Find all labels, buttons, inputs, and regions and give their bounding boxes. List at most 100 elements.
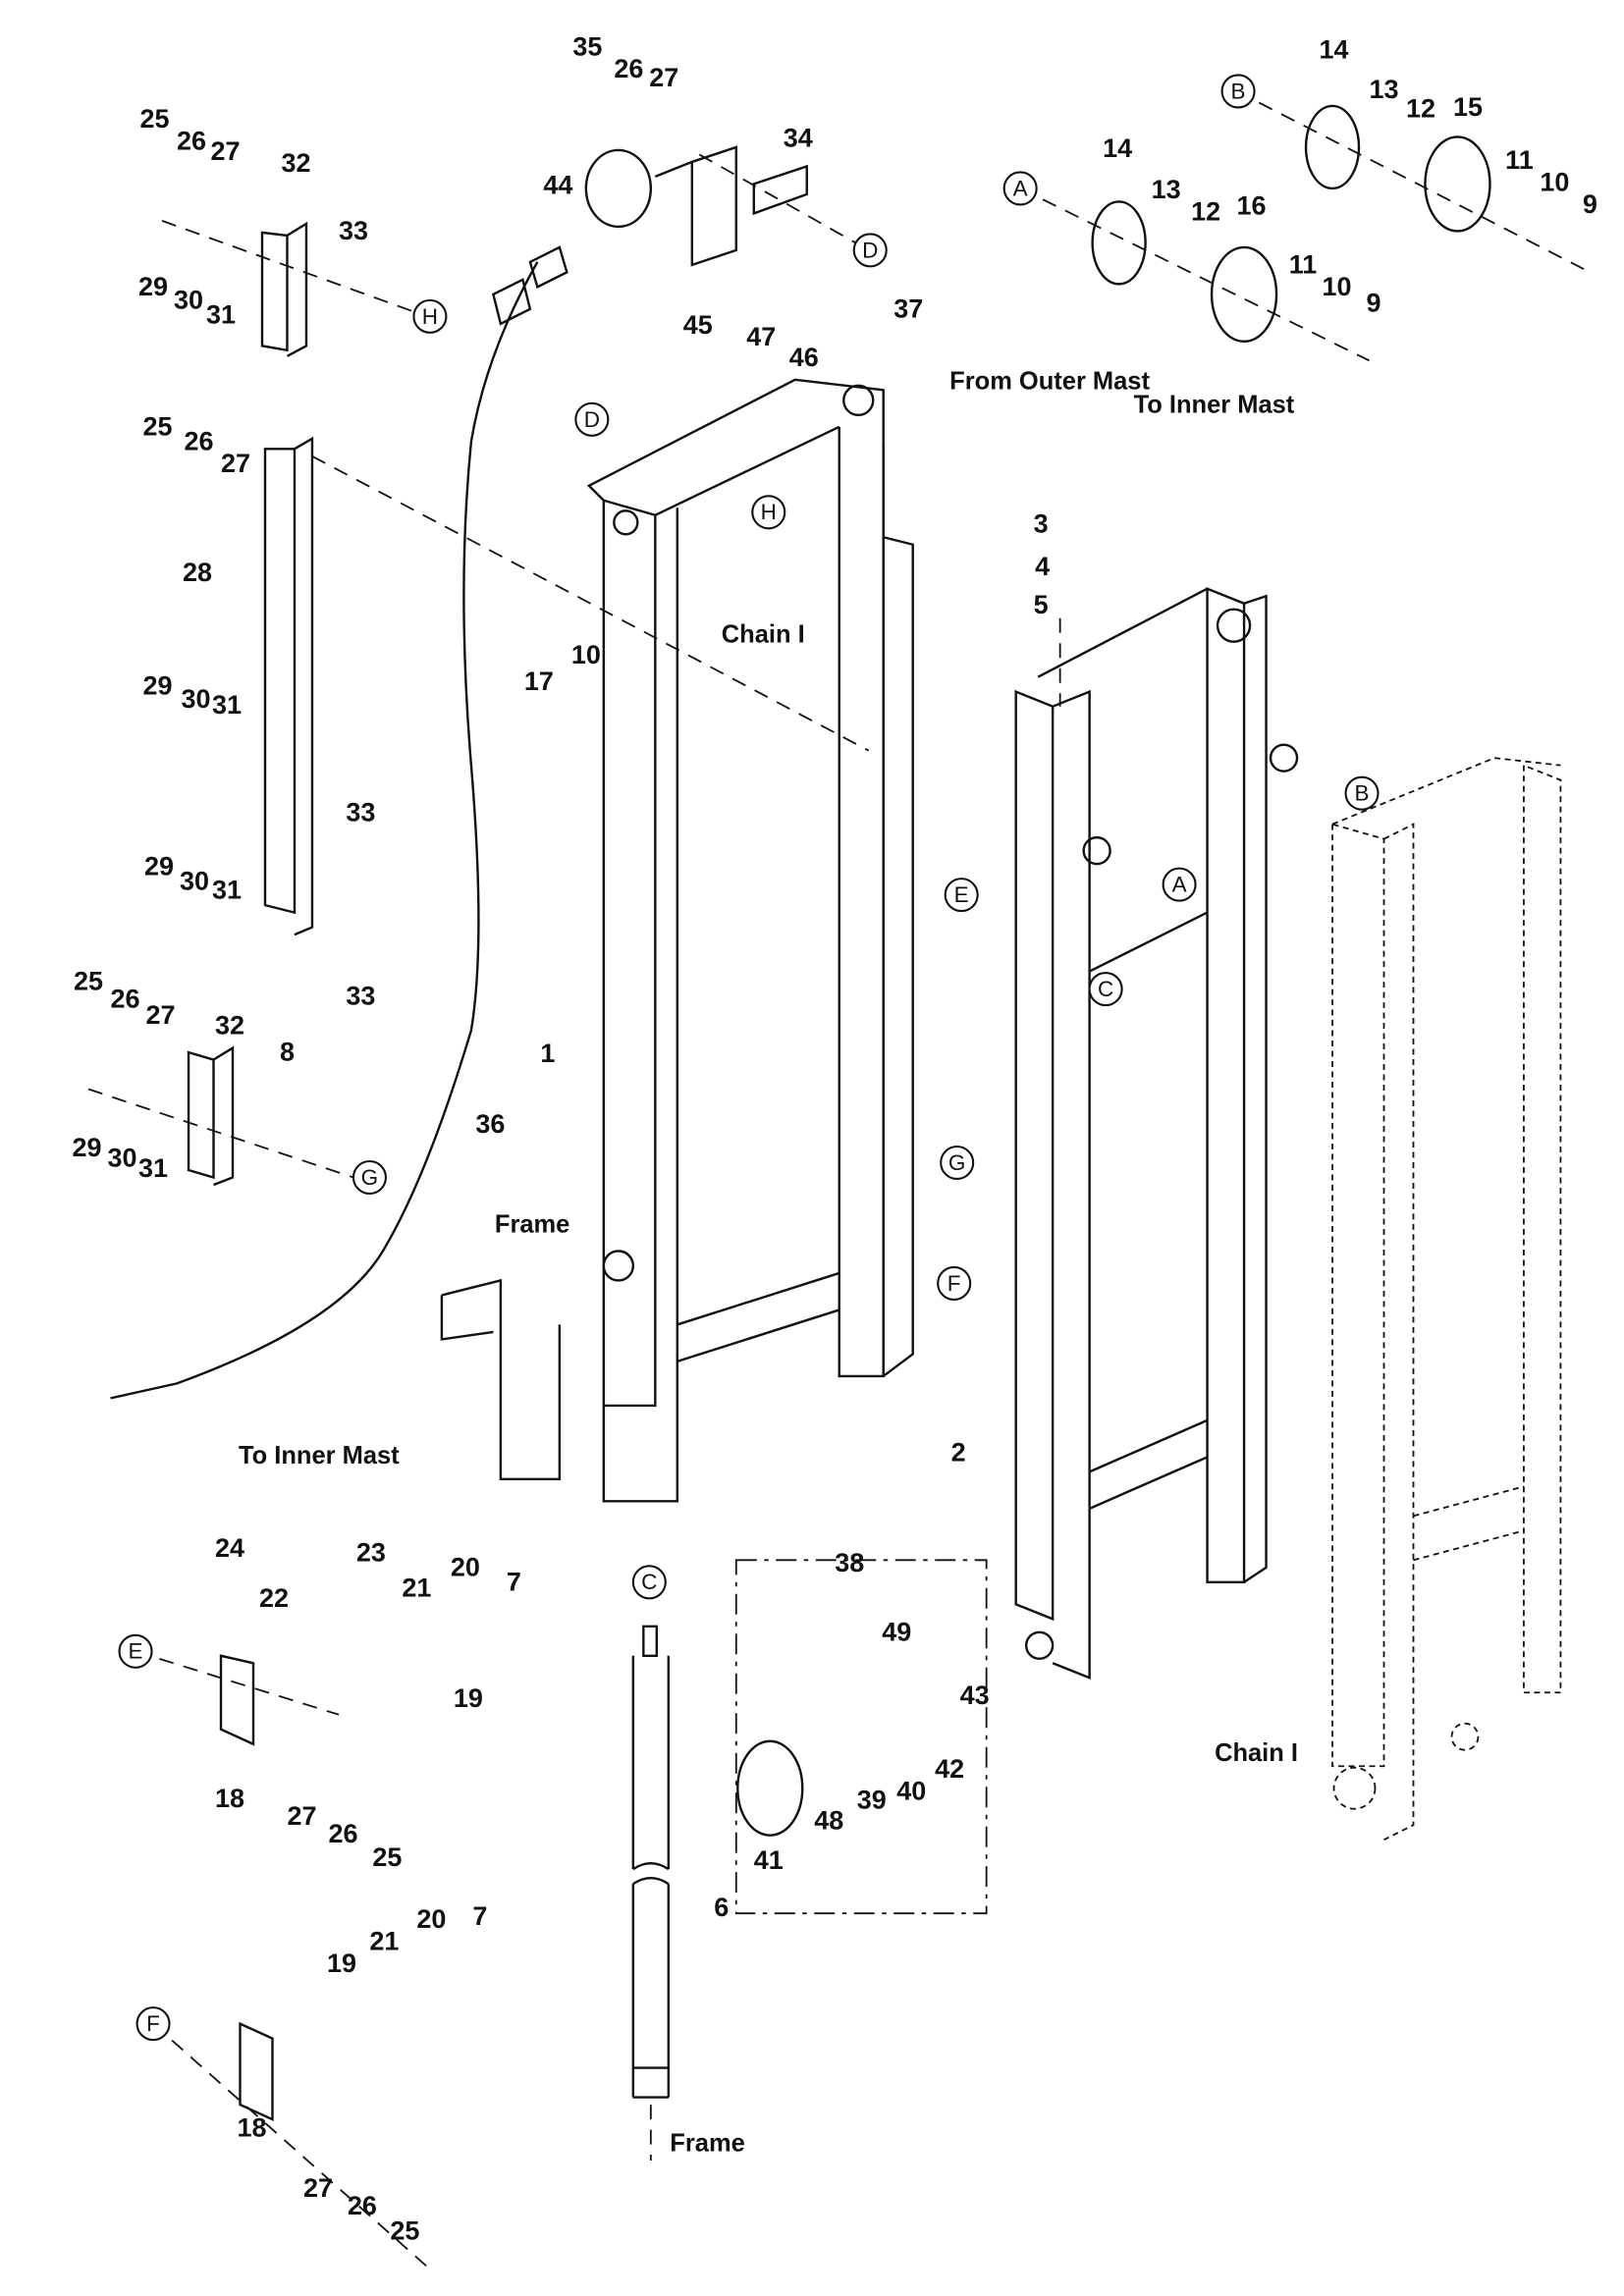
reference-circle-D <box>852 233 888 268</box>
part-callout-29: 29 <box>73 1133 102 1162</box>
reference-letter-B: B <box>1231 79 1246 103</box>
note-label: Chain I <box>1215 1739 1298 1767</box>
part-callout-44: 44 <box>543 171 572 200</box>
part-callout-27: 27 <box>211 136 241 166</box>
part-callout-45: 45 <box>683 310 713 340</box>
part-callout-30: 30 <box>108 1144 137 1173</box>
part-callout-9: 9 <box>1367 288 1381 317</box>
reference-circle-A <box>1002 171 1038 206</box>
part-callout-7: 7 <box>507 1567 521 1596</box>
part-callout-25: 25 <box>74 967 103 996</box>
part-callout-48: 48 <box>814 1805 843 1835</box>
sensor-motor-part-44 <box>491 145 808 326</box>
sheave-assemblies <box>734 104 1491 1915</box>
part-callout-25: 25 <box>140 104 170 133</box>
reference-letter-F: F <box>146 2011 160 2036</box>
part-callout-25: 25 <box>372 1842 402 1872</box>
note-label: From Outer Mast <box>949 368 1150 396</box>
reference-circle-F <box>937 1265 972 1301</box>
reference-circle-E <box>944 878 979 913</box>
part-callout-29: 29 <box>138 272 168 301</box>
part-callout-19: 19 <box>454 1683 483 1713</box>
part-callout-16: 16 <box>1237 191 1267 221</box>
part-callout-12: 12 <box>1406 94 1435 124</box>
reference-letter-E: E <box>954 882 969 907</box>
note-label: To Inner Mast <box>239 1442 400 1469</box>
reference-circle-C <box>631 1565 667 1600</box>
part-callout-37: 37 <box>893 294 923 323</box>
part-callout-26: 26 <box>348 2191 377 2220</box>
part-callout-31: 31 <box>212 876 242 905</box>
part-callout-14: 14 <box>1320 35 1349 65</box>
part-callout-27: 27 <box>303 2173 333 2203</box>
reference-circle-C <box>1088 972 1123 1007</box>
part-callout-13: 13 <box>1152 175 1181 204</box>
reference-letter-G: G <box>948 1150 965 1175</box>
part-callout-30: 30 <box>174 285 203 314</box>
part-callout-18: 18 <box>237 2113 266 2143</box>
part-callout-47: 47 <box>746 322 776 351</box>
reference-letter-D: D <box>862 238 878 262</box>
part-callout-10: 10 <box>571 640 601 669</box>
reference-letter-C: C <box>641 1570 657 1594</box>
reference-circle-B <box>1220 74 1256 109</box>
note-label: Frame <box>670 2129 744 2157</box>
part-callout-10: 10 <box>1540 168 1569 197</box>
part-callout-9: 9 <box>1583 189 1597 219</box>
reference-letter-A: A <box>1172 873 1187 897</box>
part-callout-27: 27 <box>649 63 678 92</box>
part-callout-12: 12 <box>1191 197 1220 227</box>
part-callout-38: 38 <box>835 1548 864 1577</box>
part-callout-26: 26 <box>614 54 643 83</box>
part-callout-26: 26 <box>328 1819 357 1848</box>
part-callout-17: 17 <box>524 667 554 696</box>
part-callout-35: 35 <box>572 32 602 62</box>
note-label: Frame <box>495 1211 569 1239</box>
part-callout-33: 33 <box>339 216 368 245</box>
reference-letter-B: B <box>1355 781 1370 806</box>
part-callout-15: 15 <box>1453 92 1483 122</box>
part-callout-14: 14 <box>1103 133 1132 163</box>
part-callout-32: 32 <box>215 1011 244 1041</box>
part-callout-42: 42 <box>935 1754 964 1784</box>
part-callout-20: 20 <box>451 1552 480 1581</box>
part-callout-26: 26 <box>185 426 214 455</box>
reference-circle-A <box>1162 867 1197 902</box>
part-callout-21: 21 <box>369 1926 399 1955</box>
part-callout-41: 41 <box>754 1845 784 1875</box>
reference-circle-D <box>574 401 610 437</box>
part-callout-10: 10 <box>1323 272 1352 301</box>
reference-letter-G: G <box>361 1165 378 1190</box>
part-callout-11: 11 <box>1289 250 1318 280</box>
part-callout-5: 5 <box>1034 590 1049 619</box>
reference-circle-H <box>412 298 448 334</box>
part-callout-7: 7 <box>472 1901 487 1931</box>
reference-letter-E: E <box>129 1639 143 1664</box>
inner-mast-assembly-ghost <box>1331 757 1562 1842</box>
lift-cylinder-part-6 <box>631 1625 671 2162</box>
reference-circle-G <box>352 1159 387 1196</box>
part-callout-33: 33 <box>346 797 375 827</box>
part-callout-25: 25 <box>390 2216 419 2246</box>
part-callout-1: 1 <box>540 1039 555 1068</box>
part-callout-40: 40 <box>896 1776 926 1805</box>
reference-letter-C: C <box>1098 977 1113 1001</box>
note-label: Chain I <box>722 620 805 648</box>
part-callout-27: 27 <box>287 1801 316 1831</box>
part-callout-8: 8 <box>280 1038 295 1067</box>
part-callout-19: 19 <box>327 1949 356 1978</box>
part-callout-13: 13 <box>1370 75 1399 104</box>
part-callout-32: 32 <box>281 148 310 178</box>
part-callout-29: 29 <box>143 670 173 700</box>
part-callout-22: 22 <box>259 1583 289 1613</box>
part-callout-6: 6 <box>714 1893 729 1922</box>
reference-circle-G <box>940 1145 975 1181</box>
wire-harness-part-36 <box>110 261 539 1400</box>
assembly-lines <box>87 90 1591 2268</box>
part-callout-31: 31 <box>212 690 242 720</box>
part-callout-46: 46 <box>789 343 819 372</box>
part-callout-30: 30 <box>180 867 209 896</box>
